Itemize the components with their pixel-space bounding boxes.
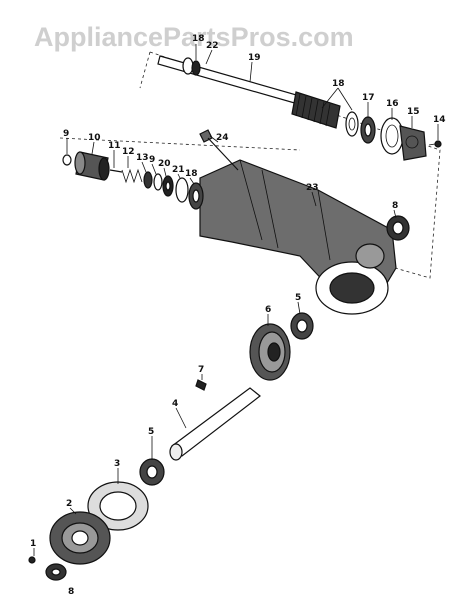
label-16: 16 <box>386 99 399 109</box>
label-19: 19 <box>248 53 261 63</box>
label-6: 6 <box>265 305 271 315</box>
label-9-left: 9 <box>63 129 69 139</box>
part-10-cylinder[interactable] <box>74 151 110 181</box>
part-7-key[interactable] <box>195 379 207 391</box>
label-1: 1 <box>30 539 36 549</box>
part-12-spring[interactable] <box>121 168 143 184</box>
label-15: 15 <box>407 107 420 117</box>
label-20: 20 <box>158 159 171 169</box>
part-6-gear[interactable] <box>249 323 291 381</box>
label-12: 12 <box>122 147 135 157</box>
part-19-worm-shaft[interactable] <box>157 55 341 129</box>
part-21-ring[interactable] <box>175 177 189 203</box>
label-17: 17 <box>362 93 375 103</box>
label-9-mid: 9 <box>149 155 155 165</box>
label-3: 3 <box>114 459 120 469</box>
assembly-outline-upper <box>139 51 441 279</box>
assembly-outline-left <box>59 137 301 151</box>
label-22: 22 <box>206 41 219 51</box>
label-18-top: 18 <box>192 34 205 44</box>
label-21: 21 <box>172 165 185 175</box>
part-13-washer[interactable] <box>143 171 153 189</box>
part-8-seal-right[interactable] <box>386 215 410 241</box>
label-10: 10 <box>88 133 101 143</box>
label-5-upper: 5 <box>295 293 301 303</box>
part-3-gasket[interactable] <box>87 481 149 531</box>
part-9-washer-mid[interactable] <box>153 173 163 191</box>
part-2-end-cap[interactable] <box>49 511 111 565</box>
part-17-bearing[interactable] <box>360 116 376 144</box>
label-8-lower: 8 <box>68 587 74 597</box>
part-15-end-cover[interactable] <box>399 125 427 161</box>
part-18-bearing-upper[interactable] <box>345 111 359 137</box>
label-5-lower: 5 <box>148 427 154 437</box>
part-1-screw[interactable] <box>28 556 36 564</box>
watermark-text: AppliancePartsPros.com <box>34 22 354 52</box>
label-11: 11 <box>108 141 121 151</box>
part-5-bearing-lower[interactable] <box>139 458 165 486</box>
callout-leaders <box>33 44 439 556</box>
part-8-seal-lower[interactable] <box>45 563 67 581</box>
part-5-bearing-upper[interactable] <box>290 312 314 340</box>
label-14: 14 <box>433 115 446 125</box>
part-9-ring-left[interactable] <box>62 154 72 166</box>
part-18-bearing-left[interactable] <box>188 182 204 210</box>
label-18-right: 18 <box>332 79 345 89</box>
label-24: 24 <box>216 133 229 143</box>
label-8-right: 8 <box>392 201 398 211</box>
part-11-pin[interactable] <box>109 169 123 173</box>
part-23-gear-housing[interactable] <box>199 159 397 315</box>
label-18-left: 18 <box>185 169 198 179</box>
part-24-vent[interactable] <box>199 129 239 171</box>
label-2: 2 <box>66 499 72 509</box>
label-7: 7 <box>198 365 204 375</box>
label-13: 13 <box>136 153 149 163</box>
label-23: 23 <box>306 183 319 193</box>
part-14-screw[interactable] <box>428 140 442 148</box>
part-16-gasket[interactable] <box>380 117 404 155</box>
part-20-bushing[interactable] <box>162 175 174 197</box>
label-4: 4 <box>172 399 178 409</box>
part-number-labels: 18 22 19 18 17 16 15 14 9 10 11 12 13 9 … <box>30 34 446 597</box>
part-4-axle-shaft[interactable] <box>169 387 261 461</box>
